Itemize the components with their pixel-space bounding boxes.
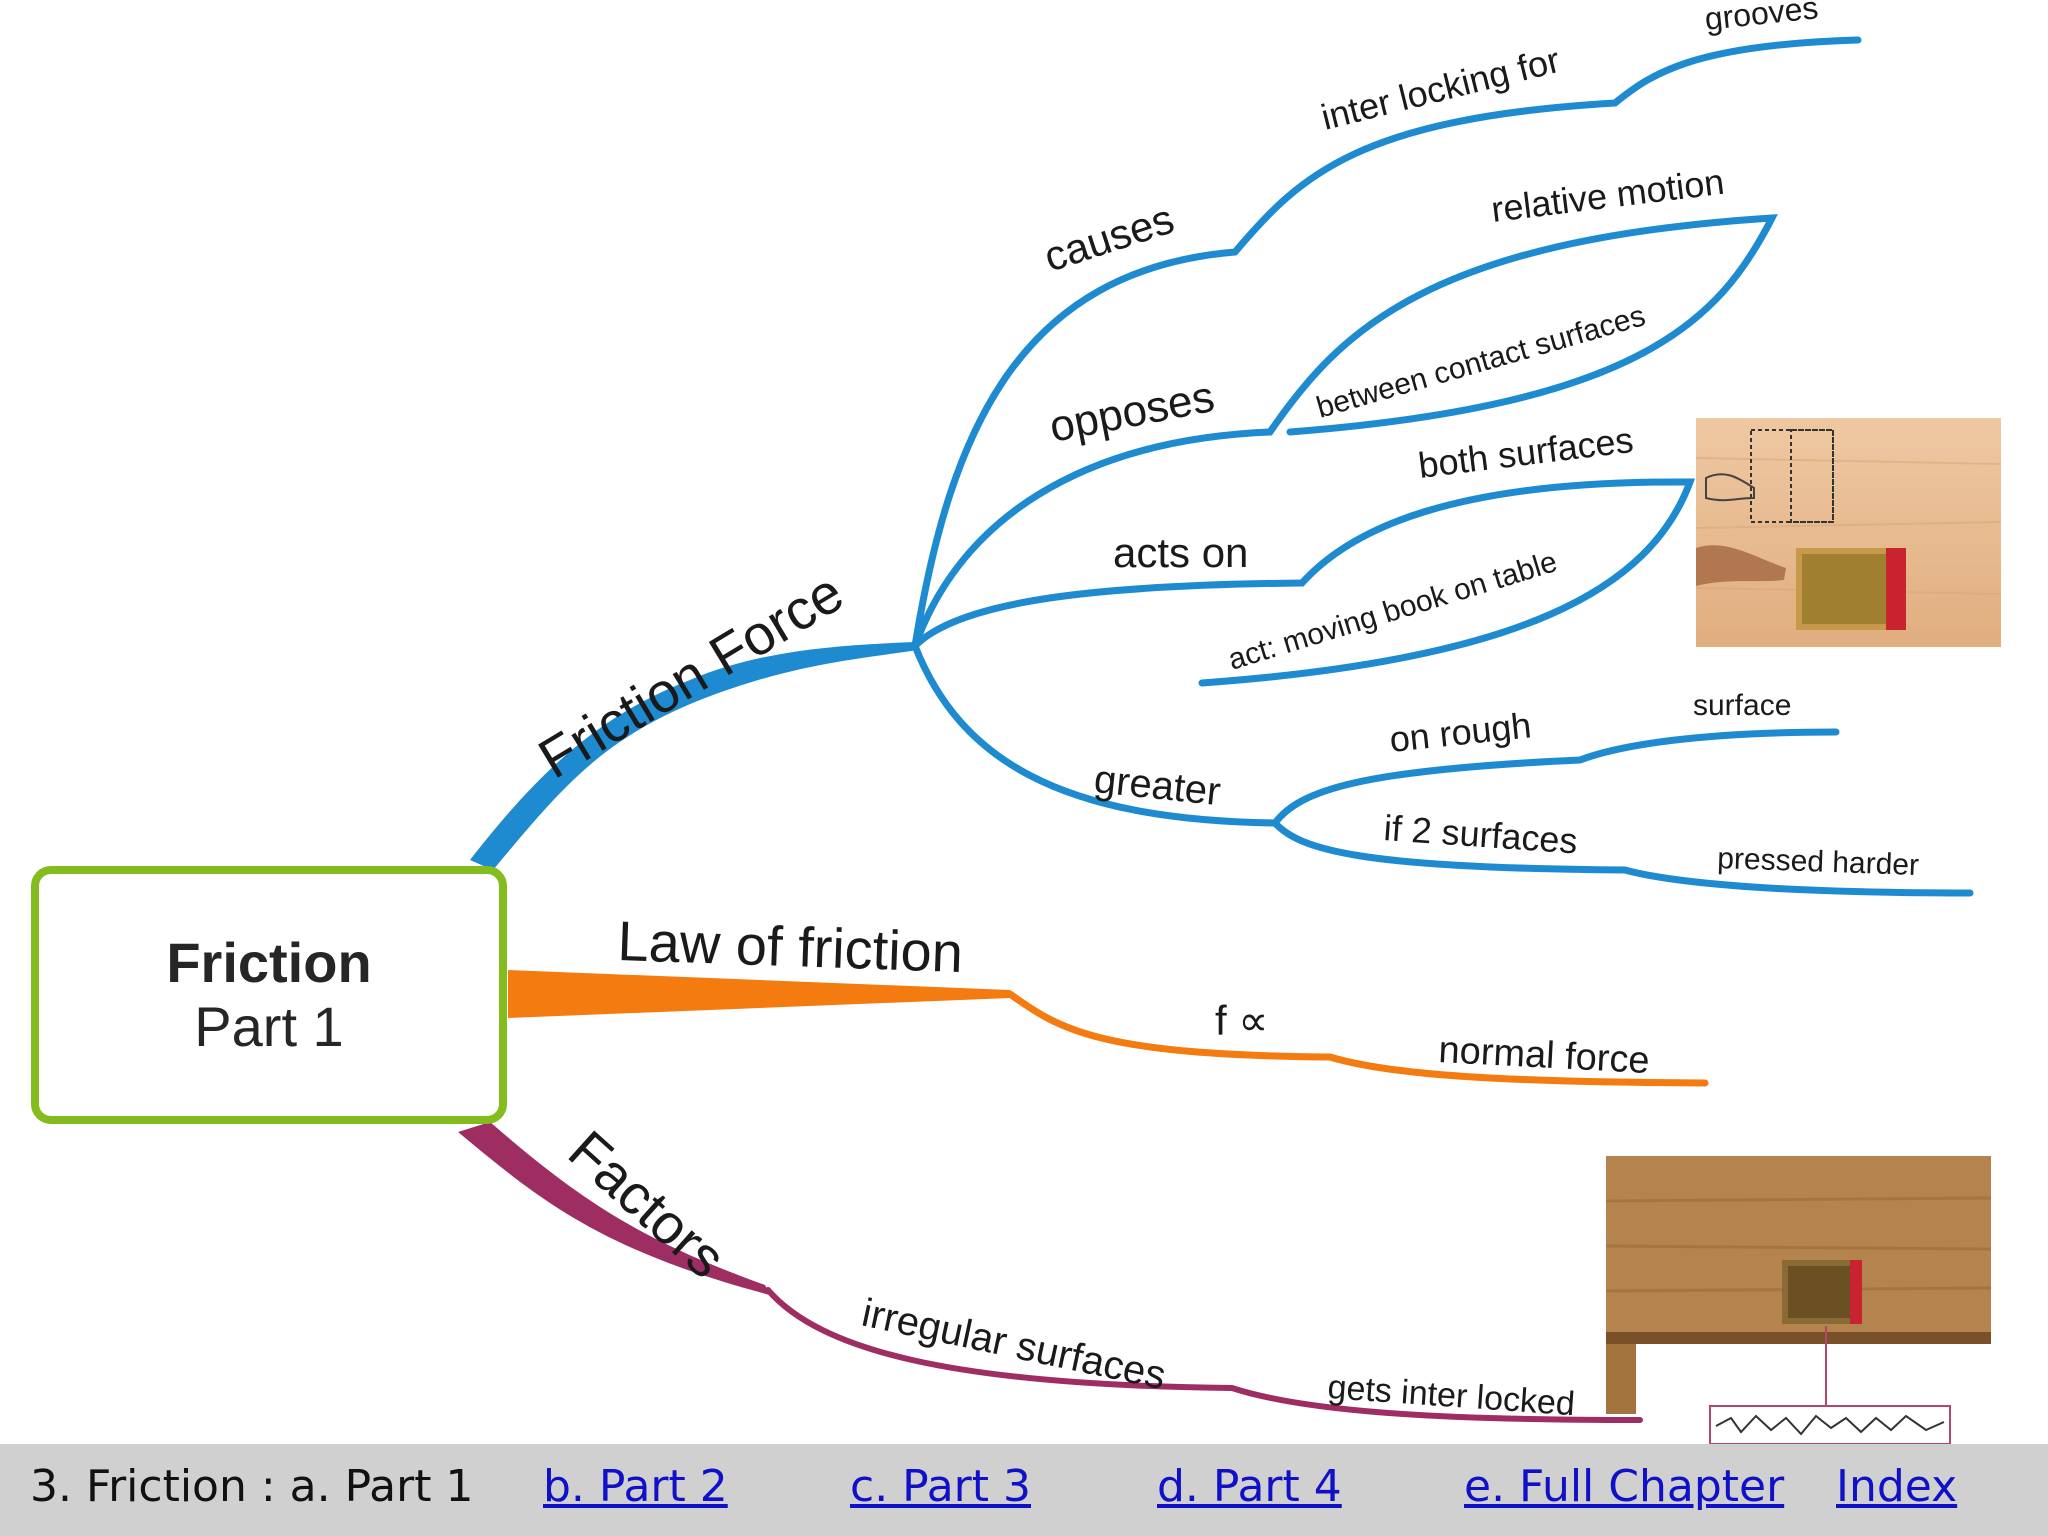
factors-trunk [458, 1122, 770, 1295]
causes-branch [911, 36, 1862, 650]
irregular-surfaces-label: irregular surfaces [858, 1291, 1169, 1398]
law-branch [1006, 990, 1709, 1087]
book-on-table-illustration [1606, 1156, 1991, 1444]
law-trunk [508, 970, 1010, 1018]
if-two-surfaces-branch [1271, 819, 1974, 897]
if-two-surfaces-label: if 2 surfaces [1382, 807, 1578, 861]
friction-force-trunk [470, 642, 918, 870]
current-section-label: 3. Friction : a. Part 1 [30, 1461, 474, 1512]
link-index[interactable]: Index [1836, 1461, 1958, 1512]
root-node: Friction Part 1 [31, 866, 507, 1124]
factors-branch [765, 1287, 1643, 1423]
opposes-branch [911, 214, 1778, 650]
both-surfaces-label: both surfaces [1416, 419, 1636, 486]
on-rough-label: on rough [1388, 704, 1534, 760]
mind-map-canvas: Friction Force causes inter locking for … [31, 0, 2001, 1444]
book-push-illustration [1696, 418, 2001, 647]
friction-force-label: Friction Force [528, 560, 854, 790]
pressed-harder-label: pressed harder [1717, 842, 1920, 882]
link-part-2[interactable]: b. Part 2 [543, 1461, 728, 1512]
root-subtitle: Part 1 [194, 995, 344, 1058]
mind-map-diagram: Friction Force causes inter locking for … [458, 0, 1974, 1423]
grooves-label: grooves [1703, 0, 1820, 37]
acts-on-label: acts on [1113, 529, 1248, 576]
footer-nav: 3. Friction : a. Part 1 b. Part 2 c. Par… [0, 1444, 2048, 1536]
greater-branch [911, 642, 1840, 827]
acts-on-branch [911, 478, 1696, 687]
link-part-3[interactable]: c. Part 3 [850, 1461, 1032, 1512]
friction-force-branches [911, 36, 1974, 897]
link-full-chapter[interactable]: e. Full Chapter [1464, 1461, 1785, 1512]
surface-label: surface [1693, 689, 1791, 722]
f-proportional-label: f ∝ [1215, 997, 1268, 1044]
link-part-4[interactable]: d. Part 4 [1157, 1461, 1342, 1512]
law-of-friction-label: Law of friction [617, 909, 964, 984]
relative-motion-label: relative motion [1489, 161, 1726, 230]
root-title: Friction [166, 931, 372, 994]
